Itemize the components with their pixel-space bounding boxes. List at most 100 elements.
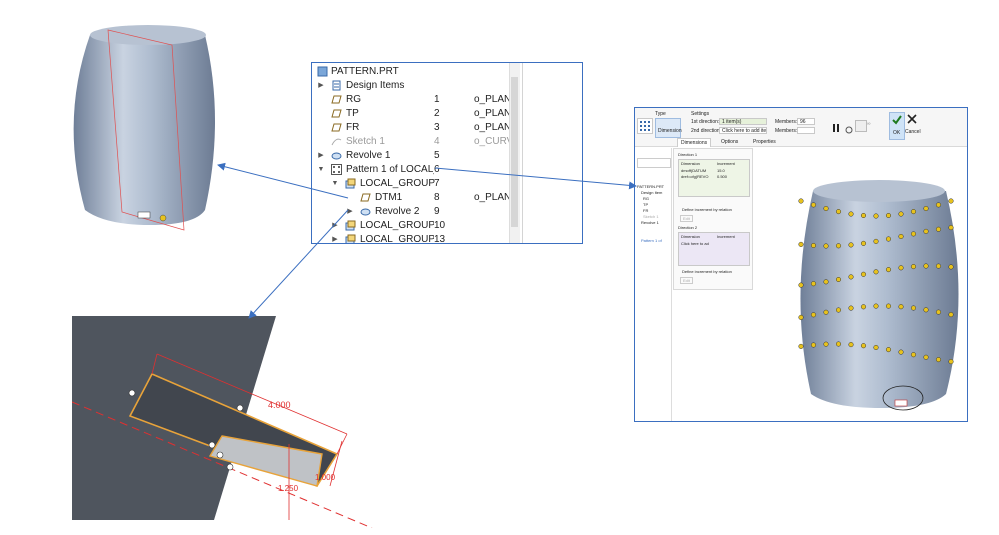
expand-arrow-icon[interactable]: ▶ xyxy=(347,208,353,215)
hole-icon xyxy=(798,314,804,320)
hole-icon xyxy=(885,347,892,353)
tab-dimensions[interactable]: Dimensions xyxy=(677,138,712,147)
hole-icon xyxy=(860,343,867,349)
preview-icon[interactable] xyxy=(845,121,853,134)
define-relation-checkbox[interactable]: Define increment by relation xyxy=(682,207,732,212)
hole-icon xyxy=(835,243,842,249)
direction2-table[interactable]: Dimension Increment Click here to ad xyxy=(678,232,750,266)
tree-filter-input[interactable] xyxy=(637,158,671,168)
tree-label[interactable]: TP xyxy=(643,202,649,207)
edit-button[interactable]: Edit xyxy=(680,215,693,222)
tree-row[interactable]: TP 2 o_PLANE xyxy=(312,107,512,121)
table-cell[interactable]: dmoff(DATUM xyxy=(681,168,707,173)
tree-row[interactable]: FR 3 o_PLANE xyxy=(312,121,512,135)
datum-plane-icon xyxy=(331,108,342,119)
tree-row[interactable]: RG 1 o_PLANE xyxy=(312,93,512,107)
cancel-label: Cancel xyxy=(905,129,921,135)
cancel-button[interactable]: Cancel xyxy=(905,112,921,138)
tree-row[interactable]: ▶ Design Items xyxy=(312,79,512,93)
tree-row[interactable]: ▼ LOCAL_GROUP 7 xyxy=(312,177,512,191)
table-cell[interactable]: 0.500 xyxy=(717,174,728,179)
direction1-label: Direction 1 xyxy=(678,152,698,157)
table-cell[interactable]: dref=ofg(REVO xyxy=(681,174,709,179)
tab-options[interactable]: Options xyxy=(721,139,739,145)
tree-row[interactable]: ▼ Pattern 1 of LOCAL_G 6 xyxy=(312,163,512,177)
tree-row[interactable]: ▶ LOCAL_GROUP_1 10 xyxy=(312,219,512,233)
arrow-to-sketch xyxy=(248,209,349,319)
pause-icon[interactable] xyxy=(831,120,841,132)
hole-icon xyxy=(885,303,892,309)
hole-icon xyxy=(910,209,917,215)
constraint-icon xyxy=(236,404,244,412)
tree-label: RG xyxy=(346,94,361,105)
edit-button[interactable]: Edit xyxy=(680,277,693,284)
tree-row[interactable]: PATTERN.PRT xyxy=(312,65,512,79)
tree-label[interactable]: RG xyxy=(643,196,649,201)
tree-scrollbar[interactable] xyxy=(509,63,520,243)
verify-icon[interactable] xyxy=(855,120,867,132)
dim-offset-label[interactable]: 1.250 xyxy=(278,484,299,493)
tree-row[interactable]: Sketch 1 4 o_CURVE xyxy=(312,135,512,149)
scrollbar-thumb[interactable] xyxy=(511,77,518,227)
column-divider xyxy=(522,63,523,243)
revolve-icon xyxy=(360,206,371,217)
expand-arrow-icon[interactable]: ▼ xyxy=(317,166,325,173)
hole-icon xyxy=(823,243,829,249)
tree-row[interactable]: DTM1 8 o_PLANE xyxy=(312,191,512,205)
hole-icon xyxy=(823,205,829,212)
pattern-grid-icon[interactable] xyxy=(637,118,653,134)
second-direction-collector[interactable]: Click here to add ite xyxy=(719,127,767,134)
arrow-to-barrel xyxy=(217,162,349,199)
tab-properties[interactable]: Properties xyxy=(753,139,776,145)
hole-icon xyxy=(823,279,829,285)
tree-label[interactable]: Pattern 1 of xyxy=(641,238,662,243)
expand-arrow-icon[interactable]: ▶ xyxy=(318,82,324,89)
type-dropdown[interactable]: Dimension xyxy=(655,118,682,138)
members-input[interactable]: 96 xyxy=(797,118,815,125)
feature-number: 9 xyxy=(434,206,440,217)
direction1-table[interactable]: Dimension Increment dmoff(DATUM 15.0 dre… xyxy=(678,159,750,197)
expand-arrow-icon[interactable]: ▶ xyxy=(332,222,338,229)
hole-icon xyxy=(798,241,804,247)
barrel-body xyxy=(73,35,215,225)
hole-icon xyxy=(898,265,904,271)
members-label: Members: xyxy=(775,128,798,134)
define-relation-checkbox[interactable]: Define increment by relation xyxy=(682,269,732,274)
tree-label[interactable]: Revolve 1 xyxy=(641,220,659,225)
expand-arrow-icon[interactable]: ▼ xyxy=(331,180,339,187)
dim-length-label[interactable]: 4.000 xyxy=(268,400,291,410)
expand-arrow-icon[interactable]: ▶ xyxy=(318,152,324,159)
table-cell[interactable]: Click here to ad xyxy=(681,241,709,246)
members-input[interactable] xyxy=(797,127,815,134)
expand-arrow-icon[interactable]: ▶ xyxy=(332,236,338,243)
hole-icon xyxy=(873,213,879,219)
first-direction-collector[interactable]: 1 item(s) xyxy=(719,118,767,125)
glasses-icon[interactable]: ∞ xyxy=(867,121,871,127)
hole-icon xyxy=(860,212,867,219)
group-icon xyxy=(345,234,356,243)
hole-icon xyxy=(823,309,829,315)
hole-icon xyxy=(935,263,942,269)
tree-label: LOCAL_GROUP xyxy=(360,178,436,189)
tree-label[interactable]: FR xyxy=(643,208,649,213)
hole-icon xyxy=(885,267,892,273)
tree-row[interactable]: ▶ LOCAL_GROUP_2 13 xyxy=(312,233,512,243)
ok-button[interactable]: OK xyxy=(889,112,905,140)
datum-plane-frame xyxy=(107,29,185,231)
tree-label[interactable]: Design Item xyxy=(641,190,663,195)
tree-row[interactable]: ▶ Revolve 1 5 xyxy=(312,149,512,163)
tree-label[interactable]: PATTERN.PRT xyxy=(637,184,665,189)
type-value: Dimension xyxy=(658,128,682,134)
column-header: Increment xyxy=(717,234,735,239)
hole-icon xyxy=(823,341,829,347)
feature-ref: o_PLANE xyxy=(474,108,510,119)
table-cell[interactable]: 15.0 xyxy=(717,168,725,173)
tree-label[interactable]: Sketch 1 xyxy=(643,214,659,219)
constraint-icon xyxy=(226,463,234,471)
dim-height-label[interactable]: 1.000 xyxy=(315,473,336,482)
feature-number: 2 xyxy=(434,108,440,119)
hole-icon xyxy=(923,205,929,212)
hole-icon xyxy=(935,202,942,208)
barrel-top-face xyxy=(90,25,206,45)
tree-row[interactable]: ▶ Revolve 2 9 xyxy=(312,205,512,219)
